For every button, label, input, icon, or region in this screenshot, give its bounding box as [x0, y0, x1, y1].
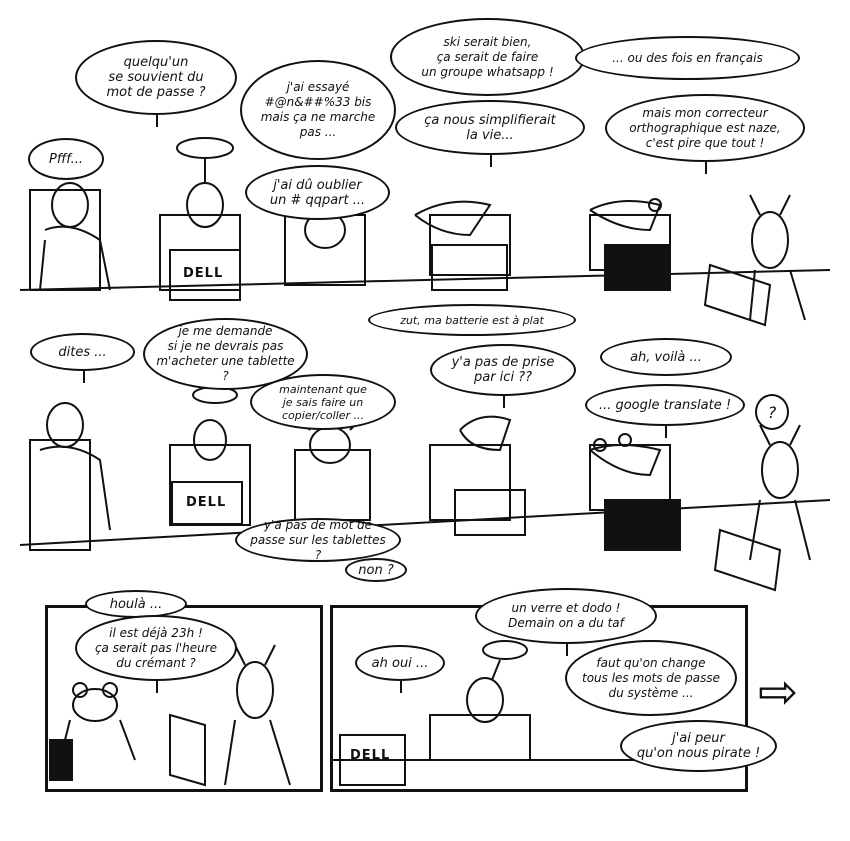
speech-bubble-ahoui: ah oui ...: [355, 645, 445, 693]
dell-logo: DELL: [186, 495, 227, 510]
next-page-arrow-icon[interactable]: ⇨: [758, 664, 799, 720]
dragon-character: [414, 200, 492, 237]
dell-logo: DELL: [183, 266, 224, 281]
speech-bubble-google: ... google translate !: [585, 384, 745, 438]
speech-bubble-correcteur: mais mon correcteur orthographique est n…: [605, 94, 805, 174]
speech-bubble-essaye: j'ai essayé #@n&##%33 bis mais ça ne mar…: [240, 60, 396, 160]
speech-bubble-oublier: j'ai dû oublier un # qqpart ...: [245, 165, 390, 220]
speech-bubble-tablettes-mdp: y'a pas de mot de passe sur les tablette…: [235, 518, 401, 562]
speech-bubble-batterie: zut, ma batterie est à plat: [368, 304, 576, 336]
speech-bubble-dites: dites ...: [30, 333, 135, 383]
speech-bubble-houla: houlà ...: [85, 590, 187, 618]
speech-bubble-pff: Pfff...: [28, 138, 104, 180]
speech-bubble-francais: ... ou des fois en français: [575, 36, 800, 80]
speech-bubble-cremant: il est déjà 23h ! ça serait pas l'heure …: [75, 615, 237, 693]
speech-bubble-simplifierait: ça nous simplifierait la vie...: [395, 100, 585, 167]
speech-bubble-voila: ah, voilà ...: [600, 338, 732, 376]
table-row1: [19, 269, 831, 291]
giraffe-character: [751, 211, 789, 269]
speech-bubble-pirate: j'ai peur qu'on nous pirate !: [620, 720, 777, 772]
speech-bubble-quelquun: quelqu'un se souvient du mot de passe ?: [75, 40, 237, 127]
table-row2: [19, 499, 831, 546]
dell-logo: DELL: [350, 748, 391, 763]
laptop: [169, 249, 241, 301]
speech-bubble-copier: maintenant que je sais faire un copier/c…: [250, 374, 396, 430]
thought-bubble-question: ?: [755, 394, 789, 430]
frog-character: [589, 200, 662, 232]
woman-character: [186, 182, 224, 228]
speech-bubble-dodo: un verre et dodo ! Demain on a du taf: [475, 588, 657, 656]
speech-bubble-non: non ?: [345, 558, 407, 582]
speech-bubble-change: faut qu'on change tous les mots de passe…: [565, 640, 737, 716]
speech-bubble-whatsapp: ski serait bien, ça serait de faire un g…: [390, 18, 585, 96]
speech-bubble-prise: y'a pas de prise par ici ??: [430, 344, 576, 408]
